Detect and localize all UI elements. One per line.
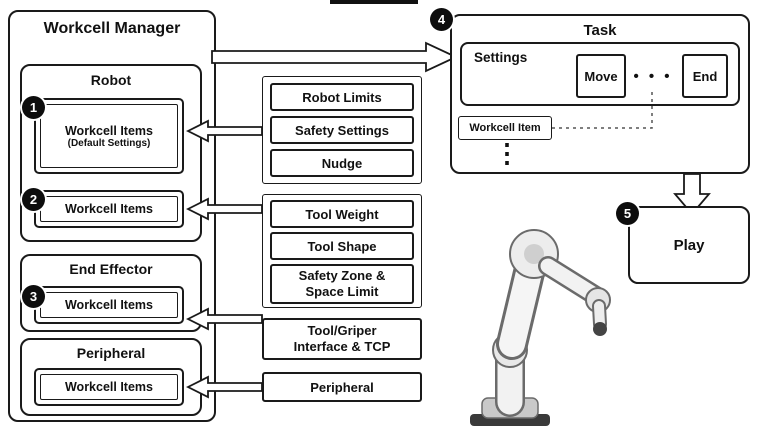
badge-3: 3 <box>22 285 45 308</box>
workcell-items-endeffector-box: Workcell Items <box>34 286 184 324</box>
workcell-item-box: Workcell Item <box>458 116 552 140</box>
move-button: Move <box>576 54 626 98</box>
badge-2: 2 <box>22 188 45 211</box>
arrow-left-to-peripheral-icon <box>186 375 263 399</box>
end-button: End <box>682 54 728 98</box>
cropped-banner <box>330 0 418 4</box>
arrow-left-to-robot-items-icon <box>186 197 263 221</box>
arrow-left-to-robot-default-icon <box>186 119 263 143</box>
safety-zone-space-limit-box: Safety Zone & Space Limit <box>270 264 414 304</box>
workcell-items-endeffector-label: Workcell Items <box>64 298 153 312</box>
workcell-items-peripheral-label: Workcell Items <box>64 380 153 394</box>
task-settings-label: Settings <box>474 50 528 65</box>
task-title: Task <box>583 22 617 39</box>
safety-settings-box: Safety Settings <box>270 116 414 144</box>
badge-5: 5 <box>616 202 639 225</box>
robot-limits-box: Robot Limits <box>270 83 414 111</box>
workcell-manager-title: Workcell Manager <box>43 20 181 37</box>
robot-section-title: Robot <box>90 72 132 88</box>
peripheral-settings-box: Peripheral <box>262 372 422 402</box>
robot-arm-illustration <box>470 229 611 426</box>
arrow-left-to-endeffector-icon <box>186 307 263 331</box>
peripheral-section-title: Peripheral <box>76 345 146 361</box>
badge-1: 1 <box>22 96 45 119</box>
workcell-items-robot-label: Workcell Items <box>64 202 153 216</box>
tool-shape-box: Tool Shape <box>270 232 414 260</box>
arrow-right-to-task-icon <box>211 41 459 73</box>
workcell-items-default-label: Workcell Items <box>64 123 153 138</box>
end-effector-title: End Effector <box>69 261 153 277</box>
nudge-box: Nudge <box>270 149 414 177</box>
workcell-items-peripheral-box: Workcell Items <box>34 368 184 406</box>
dashed-connector-line <box>552 90 653 129</box>
workcell-items-robot-box: Workcell Items <box>34 190 184 228</box>
workcell-items-default-box: Workcell Items (Default Settings) <box>34 98 184 174</box>
badge-4: 4 <box>430 8 453 31</box>
task-vertical-ellipsis: ⋮ <box>494 138 520 168</box>
workcell-items-default-sublabel: (Default Settings) <box>67 137 151 149</box>
arrow-down-to-play-icon <box>673 173 711 216</box>
task-dots: • • • <box>633 67 673 85</box>
tool-gripper-interface-tcp-box: Tool/Griper Interface & TCP <box>262 318 422 360</box>
play-panel: Play <box>628 206 750 284</box>
tool-weight-box: Tool Weight <box>270 200 414 228</box>
